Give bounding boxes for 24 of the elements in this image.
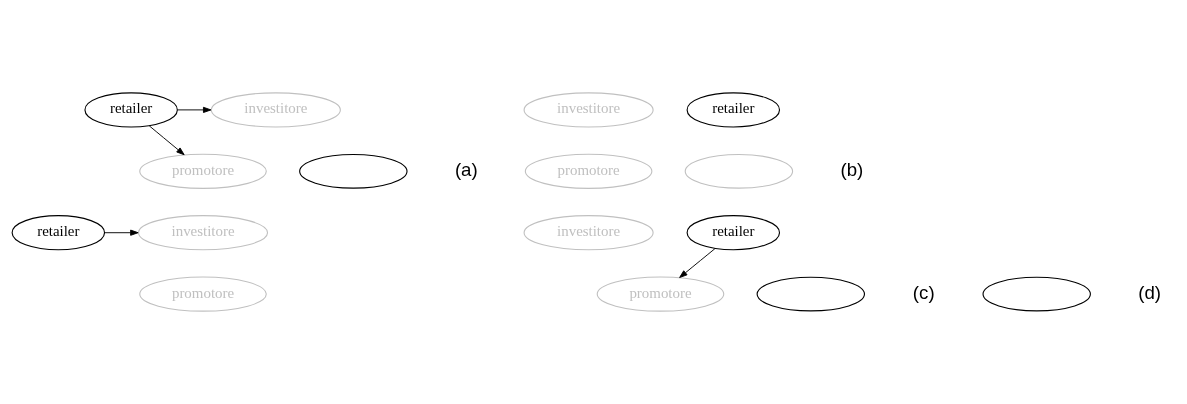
node-ellipse: promotore	[139, 276, 267, 312]
node-ellipse: retailer	[11, 215, 106, 251]
node-ellipse	[756, 276, 866, 312]
label: (d)	[1138, 281, 1162, 303]
node-ellipse	[299, 153, 408, 189]
node-ellipse: retailer	[686, 92, 781, 128]
arrow	[148, 125, 185, 156]
node-ellipse	[982, 276, 1091, 312]
node-ellipse: promotore	[596, 276, 725, 312]
node-ellipse: investitore	[137, 215, 269, 251]
node-ellipse	[684, 153, 794, 189]
label: (b)	[840, 158, 864, 180]
node-ellipse: investitore	[523, 215, 654, 251]
node-ellipse: promotore	[139, 153, 267, 189]
label: (a)	[454, 158, 478, 180]
label: (c)	[912, 281, 935, 303]
arrow	[104, 229, 139, 236]
node-ellipse: promotore	[524, 153, 653, 189]
arrow	[177, 106, 212, 113]
node-ellipse: retailer	[686, 215, 781, 251]
node-ellipse: investitore	[523, 92, 654, 128]
node-ellipse: investitore	[210, 92, 341, 128]
node-ellipse: retailer	[84, 92, 178, 128]
arrow	[679, 248, 716, 278]
